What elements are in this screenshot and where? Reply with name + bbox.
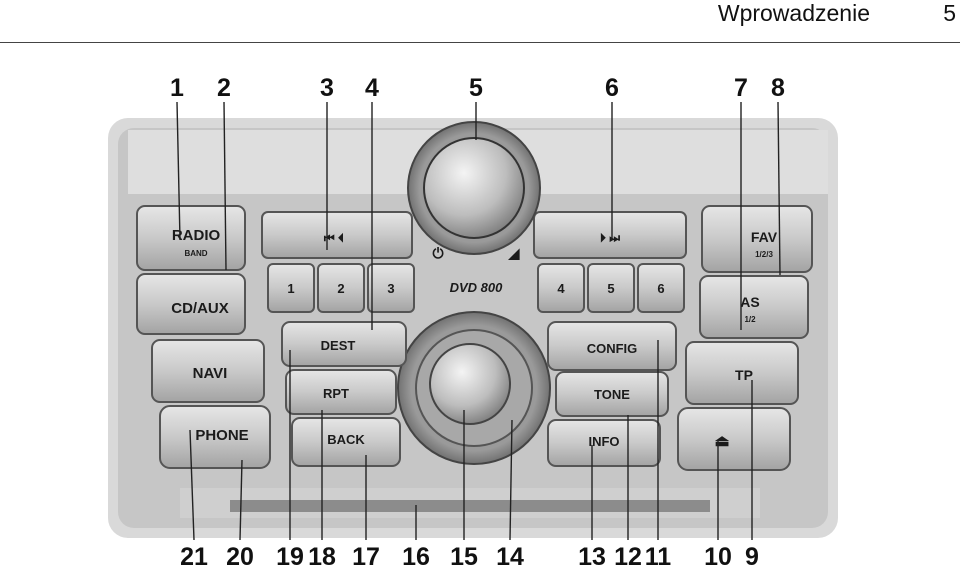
callout-number: 17 — [352, 543, 380, 571]
eject-button[interactable]: ⏏ — [677, 407, 791, 471]
preset-2-label: 2 — [337, 281, 344, 296]
preset-4-button[interactable]: 4 — [537, 263, 585, 313]
leader-line — [239, 459, 243, 541]
power-icon: ⏻ — [432, 245, 443, 261]
as-button[interactable]: AS 1/2 — [699, 275, 809, 339]
config-button-label: CONFIG — [587, 341, 638, 356]
info-button[interactable]: INFO — [547, 419, 661, 467]
seek-back-button[interactable]: ⏮ ⏴ — [261, 211, 413, 259]
back-button-label: BACK — [327, 432, 365, 447]
callout-number: 9 — [745, 543, 759, 571]
navi-button-label: NAVI — [193, 365, 228, 382]
callout-number: 1 — [170, 74, 184, 102]
callout-number: 21 — [180, 543, 208, 571]
multifunction-knob[interactable] — [397, 311, 551, 465]
callout-number: 3 — [320, 74, 334, 102]
preset-4-label: 4 — [557, 281, 565, 296]
eject-icon: ⏏ — [714, 433, 729, 450]
preset-6-label: 6 — [657, 281, 664, 296]
page-title: Wprowadzenie — [717, 0, 870, 26]
fav-button-label: FAV — [751, 229, 778, 245]
page-header: Wprowadzenie 5 — [0, 0, 960, 44]
callout-number: 2 — [217, 74, 231, 102]
leader-line — [223, 101, 227, 271]
preset-1-label: 1 — [287, 281, 294, 296]
tp-button-label: TP — [735, 367, 753, 383]
leader-line — [176, 101, 181, 241]
header-rule — [0, 42, 960, 43]
page-number: 5 — [943, 0, 956, 26]
preset-5-label: 5 — [607, 281, 614, 296]
rpt-button[interactable]: RPT — [285, 369, 397, 415]
config-button[interactable]: CONFIG — [547, 321, 677, 371]
dest-button[interactable]: DEST — [281, 321, 407, 367]
fav-button-sublabel: 1/2/3 — [755, 250, 773, 259]
tone-button[interactable]: TONE — [555, 371, 669, 417]
radio-button-label: RADIO — [172, 227, 221, 244]
radio-button-sublabel: BAND — [184, 249, 207, 258]
callout-number: 11 — [645, 543, 672, 571]
callout-number: 20 — [226, 543, 254, 571]
radio-button[interactable]: RADIO BAND — [136, 205, 246, 271]
callout-number: 15 — [450, 543, 478, 571]
seek-forward-label: ⏵ ⏭ — [600, 231, 620, 245]
callout-number: 8 — [771, 74, 785, 102]
callout-number: 13 — [578, 543, 606, 571]
phone-button-label: PHONE — [195, 427, 248, 444]
as-button-label: AS — [740, 294, 759, 310]
fav-button[interactable]: FAV 1/2/3 — [701, 205, 813, 273]
info-button-label: INFO — [588, 434, 619, 449]
seek-forward-button[interactable]: ⏵ ⏭ — [533, 211, 687, 259]
seek-back-label: ⏮ ⏴ — [324, 231, 344, 245]
preset-1-button[interactable]: 1 — [267, 263, 315, 313]
cd-aux-button-label: CD/AUX — [171, 300, 229, 317]
as-button-sublabel: 1/2 — [744, 315, 756, 324]
callout-number: 19 — [276, 543, 304, 571]
preset-2-button[interactable]: 2 — [317, 263, 365, 313]
leader-line — [777, 101, 781, 276]
navi-button[interactable]: NAVI — [151, 339, 265, 403]
model-label: DVD 800 — [450, 280, 504, 295]
volume-knob[interactable] — [407, 121, 541, 255]
callout-number: 14 — [496, 543, 524, 571]
callout-number: 6 — [605, 74, 619, 102]
tp-button[interactable]: TP — [685, 341, 799, 405]
volume-icon: ◢ — [508, 245, 520, 261]
callout-number: 10 — [704, 543, 732, 571]
preset-5-button[interactable]: 5 — [587, 263, 635, 313]
back-button[interactable]: BACK — [291, 417, 401, 467]
leader-line — [509, 419, 513, 541]
callout-leader-lines — [176, 101, 781, 541]
rpt-button-label: RPT — [323, 386, 349, 401]
callout-number: 12 — [614, 543, 642, 571]
cd-aux-button[interactable]: CD/AUX — [136, 273, 246, 335]
preset-3-button[interactable]: 3 — [367, 263, 415, 313]
callout-number: 18 — [308, 543, 336, 571]
phone-button[interactable]: PHONE — [159, 405, 271, 469]
preset-6-button[interactable]: 6 — [637, 263, 685, 313]
dest-button-label: DEST — [321, 338, 356, 353]
callout-number: 16 — [402, 543, 430, 571]
callout-number: 7 — [734, 74, 748, 102]
preset-3-label: 3 — [387, 281, 394, 296]
callout-number: 4 — [365, 74, 379, 102]
leader-line — [189, 429, 195, 541]
tone-button-label: TONE — [594, 387, 630, 402]
callout-number: 5 — [469, 74, 483, 102]
